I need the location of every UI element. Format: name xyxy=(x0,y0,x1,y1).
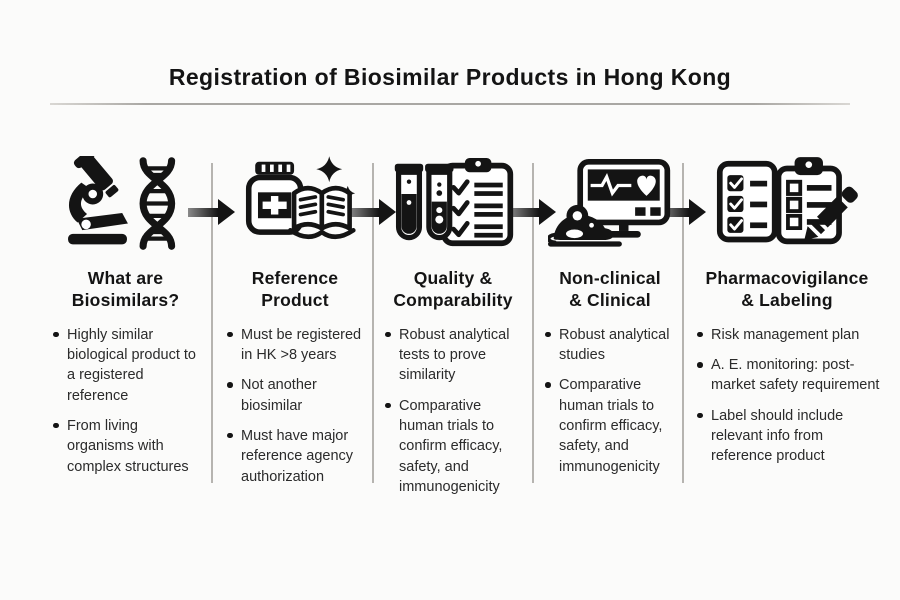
column-heading: Reference Product xyxy=(251,268,339,310)
column-divider xyxy=(682,163,684,483)
right-arrow-icon xyxy=(349,199,396,225)
column-divider xyxy=(532,163,534,483)
step-column-non-clinical-clinical: Non-clinical & Clinical Robust analytica… xyxy=(540,156,680,487)
column-divider xyxy=(211,163,213,483)
step-column-what-are-biosimilars: What are Biosimilars? Highly similar bio… xyxy=(48,156,203,487)
right-arrow-icon xyxy=(188,199,235,225)
checklist-clipboard-pen-icon xyxy=(692,156,882,262)
lab-mouse-heart-monitor-icon xyxy=(540,156,680,262)
step-column-pharmacovigilance-labeling: Pharmacovigilance & Labeling Risk manage… xyxy=(692,156,882,477)
column-heading: Quality & Comparability xyxy=(393,268,513,310)
column-heading: Non-clinical & Clinical xyxy=(559,268,661,310)
column-bullets: Risk management plan A. E. monitoring: po… xyxy=(692,325,882,467)
bullet-item: Label should include relevant info from … xyxy=(696,406,882,467)
right-arrow-icon xyxy=(659,199,706,225)
bullet-item: Highly similar biological product to a r… xyxy=(52,325,203,406)
medicine-bottle-book-icon xyxy=(222,156,368,262)
column-heading: What are Biosimilars? xyxy=(71,268,180,310)
step-column-reference-product: Reference Product Must be registered in … xyxy=(222,156,368,497)
bullet-item: Risk management plan xyxy=(696,325,882,345)
bullet-item: From living organisms with complex struc… xyxy=(52,416,203,477)
bullet-item: A. E. monitoring: post-market safety req… xyxy=(696,355,882,396)
column-bullets: Robust analytical tests to prove similar… xyxy=(380,325,526,497)
bullet-item: Robust analytical tests to prove similar… xyxy=(384,325,526,386)
test-tubes-checklist-icon xyxy=(380,156,526,262)
page-title: Registration of Biosimilar Products in H… xyxy=(168,64,732,90)
right-arrow-icon xyxy=(509,199,556,225)
title-divider xyxy=(50,103,850,105)
bullet-item: Must have major reference agency authori… xyxy=(226,426,368,487)
bullet-item: Not another biosimilar xyxy=(226,375,368,416)
bullet-item: Comparative human trials to confirm effi… xyxy=(544,375,680,476)
bullet-item: Must be registered in HK >8 years xyxy=(226,325,368,366)
column-heading: Pharmacovigilance & Labeling xyxy=(705,268,869,310)
bullet-item: Comparative human trials to confirm effi… xyxy=(384,396,526,497)
microscope-dna-icon xyxy=(48,156,203,262)
step-column-quality-comparability: Quality & Comparability Robust analytica… xyxy=(380,156,526,507)
column-bullets: Highly similar biological product to a r… xyxy=(48,325,203,477)
column-divider xyxy=(372,163,374,483)
bullet-item: Robust analytical studies xyxy=(544,325,680,366)
